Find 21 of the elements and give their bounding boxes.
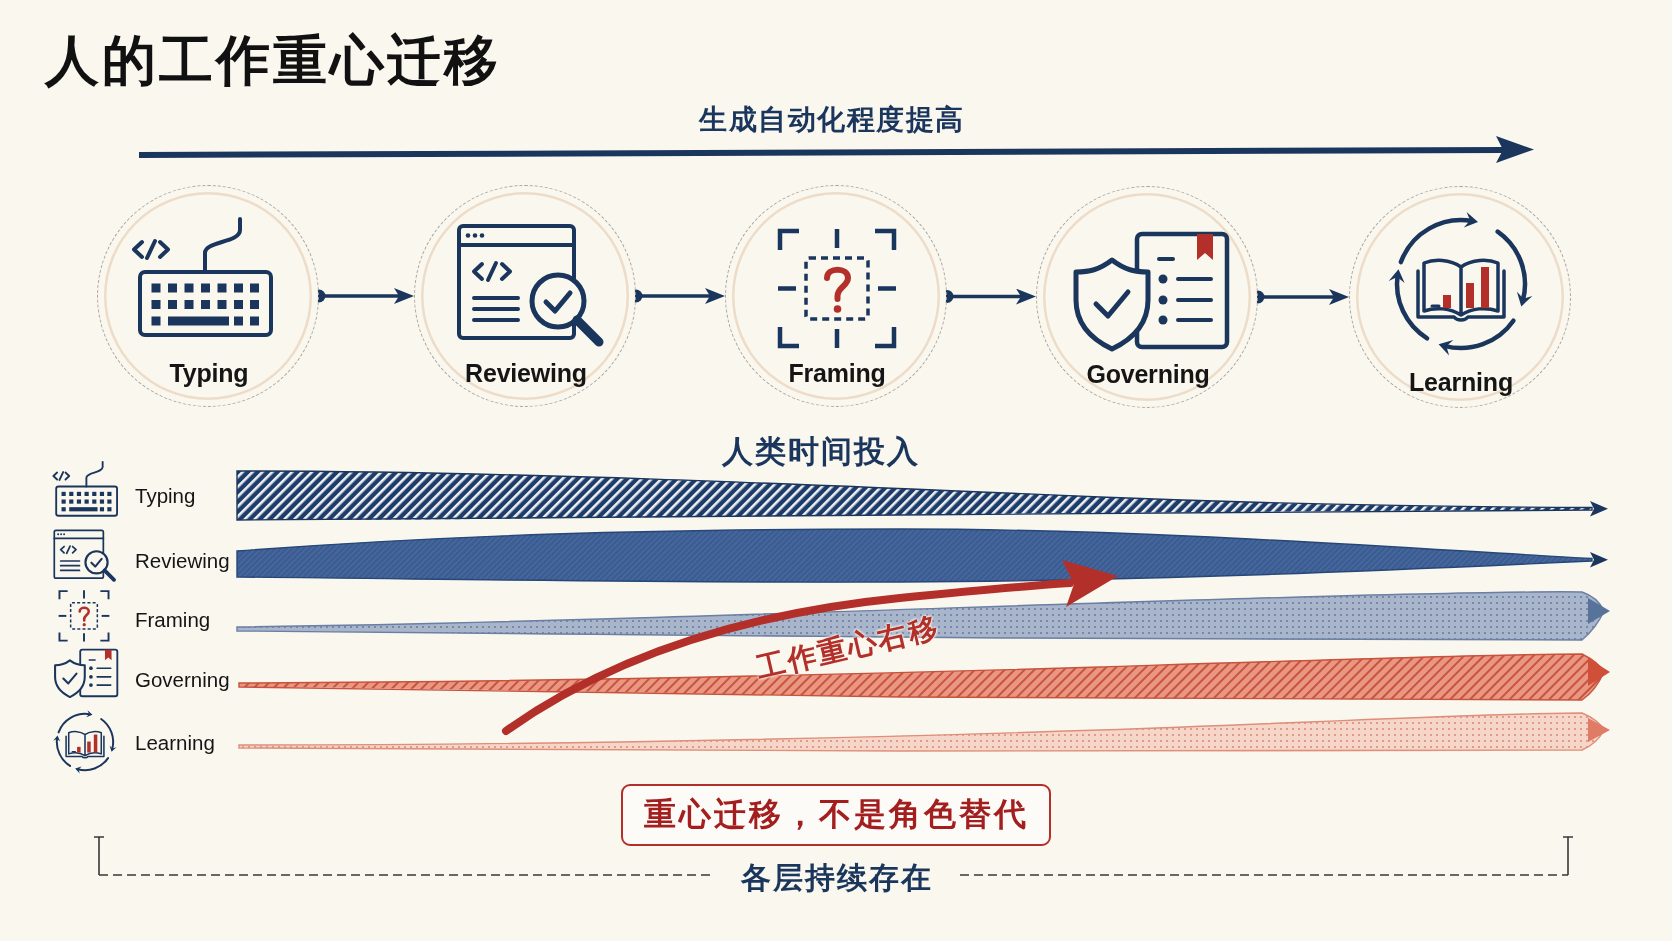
stage-circle (97, 185, 319, 407)
stage-label: Framing (788, 358, 886, 388)
stage-label: Learning (1409, 367, 1513, 397)
stage-circle (725, 185, 947, 407)
title: 人的工作重心迁移 (45, 31, 501, 91)
row-label: Reviewing (135, 549, 230, 573)
stage-circle (1349, 186, 1571, 408)
section-heading: 人类时间投入 (722, 434, 920, 470)
callout-box: 重心迁移，不是角色替代 (621, 784, 1051, 846)
stage-label: Governing (1086, 359, 1210, 389)
stage-circle (414, 185, 636, 407)
arrow-label: 生成自动化程度提高 (699, 103, 965, 137)
row-label: Typing (135, 484, 196, 508)
arrow-label: 工作重心右移 (753, 610, 943, 686)
stage-circle (1036, 186, 1258, 408)
row-label: Framing (135, 608, 211, 632)
bracket-label: 各层持续存在 (741, 860, 933, 896)
stage-label: Reviewing (465, 358, 587, 388)
row-label: Learning (135, 731, 215, 755)
stage-label: Typing (169, 358, 249, 388)
row-label: Governing (135, 668, 230, 692)
